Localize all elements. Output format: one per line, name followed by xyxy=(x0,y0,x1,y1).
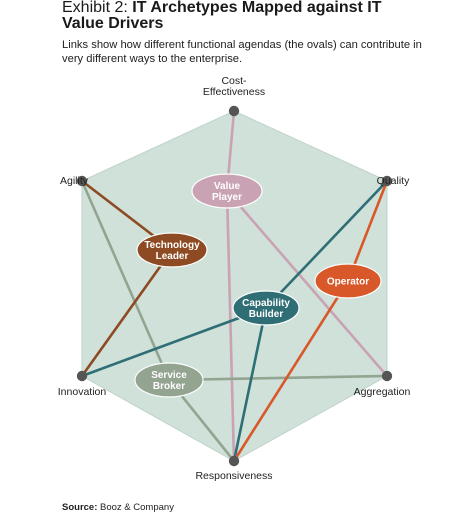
source-text: Booz & Company xyxy=(100,502,174,513)
archetype-label-line: Service xyxy=(151,370,187,381)
archetype-label-line: Builder xyxy=(249,309,284,320)
page-title-line-2: Value Drivers xyxy=(62,15,164,32)
driver-labels-layer: Cost-EffectivenessQualityAggregationResp… xyxy=(58,75,411,482)
title-main: IT Archetypes Mapped against IT xyxy=(132,0,382,16)
link-capability-innovation xyxy=(80,306,268,378)
source-label: Source: xyxy=(62,502,98,513)
driver-label-line: Agility xyxy=(60,175,89,187)
driver-label-innovation: Innovation xyxy=(58,386,107,398)
driver-node-quality xyxy=(381,175,393,187)
driver-label-line: Innovation xyxy=(58,386,107,398)
archetype-oval-shape xyxy=(232,290,300,326)
driver-node-innovation xyxy=(76,370,88,382)
driver-label-line: Effectiveness xyxy=(203,86,265,98)
archetype-label-line: Technology xyxy=(144,240,200,251)
driver-label-responsiveness: Responsiveness xyxy=(195,470,272,482)
link-broker-aggregation xyxy=(167,374,389,382)
archetype-label-operator: Operator xyxy=(327,277,369,288)
archetype-oval-shape xyxy=(314,263,382,299)
page-title-line-1: Exhibit 2: IT Archetypes Mapped against … xyxy=(62,0,462,16)
archetype-label-line: Leader xyxy=(156,251,189,262)
driver-label-line: Quality xyxy=(377,175,410,187)
link-operator-responsiveness xyxy=(232,279,350,463)
driver-node-cost xyxy=(228,105,240,117)
driver-node-responsiveness xyxy=(228,455,240,467)
driver-label-line: Aggregation xyxy=(354,386,411,398)
subtitle: Links show how different functional agen… xyxy=(62,39,422,65)
exhibit-label: Exhibit 2: xyxy=(62,0,128,16)
link-capability-responsiveness xyxy=(232,306,268,463)
archetype-oval-operator: Operator xyxy=(314,263,382,299)
driver-label-line: Cost- xyxy=(221,75,247,87)
driver-label-cost: Cost-Effectiveness xyxy=(203,75,265,98)
link-broker-agility xyxy=(80,179,171,382)
source-note: Source: Booz & Company xyxy=(62,502,174,513)
driver-label-quality: Quality xyxy=(377,175,410,187)
link-value-aggregation xyxy=(225,189,389,378)
archetype-label-line: Operator xyxy=(327,277,369,288)
driver-label-agility: Agility xyxy=(60,175,89,187)
driver-label-line: Responsiveness xyxy=(195,470,272,482)
archetype-oval-shape xyxy=(136,232,208,268)
link-capability-quality xyxy=(264,179,389,310)
driver-node-agility xyxy=(76,175,88,187)
archetype-oval-shape xyxy=(191,173,263,209)
archetype-label-line: Capability xyxy=(242,298,290,309)
archetype-label-line: Value xyxy=(214,181,241,192)
archetype-oval-shape xyxy=(134,362,204,398)
archetype-label-line: Player xyxy=(212,192,242,203)
title-block: Exhibit 2: IT Archetypes Mapped against … xyxy=(62,0,462,32)
archetype-label-line: Broker xyxy=(153,381,185,392)
driver-label-aggregation: Aggregation xyxy=(354,386,411,398)
driver-node-aggregation xyxy=(381,370,393,382)
link-tech-innovation xyxy=(80,248,174,378)
link-value-responsiveness xyxy=(225,189,236,463)
driver-nodes-layer xyxy=(76,105,393,467)
